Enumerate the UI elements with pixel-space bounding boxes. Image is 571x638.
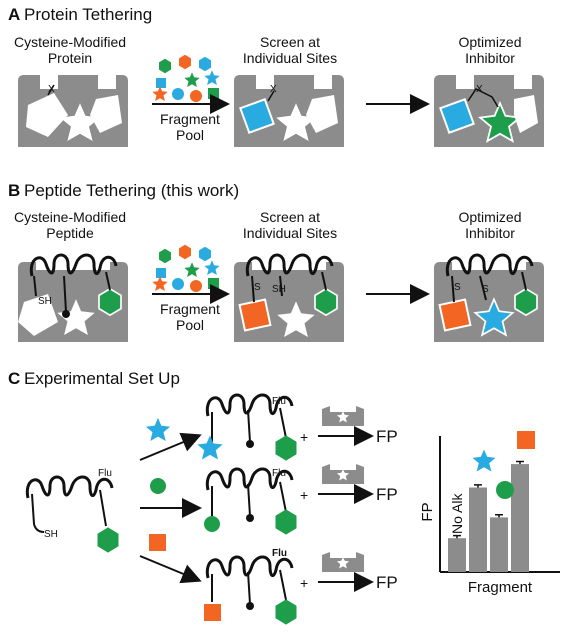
bar-1: [469, 487, 487, 572]
peptide-screen: [234, 253, 344, 342]
optimized-b-label-1: Optimized: [458, 209, 521, 225]
protein-screen: [234, 75, 344, 147]
s-label-b2: S: [254, 282, 261, 293]
circle-fragment: [150, 478, 166, 494]
sh-label-b2: SH: [272, 284, 286, 295]
protein-label-2: Protein: [48, 50, 92, 66]
fragment-pool: [152, 54, 220, 102]
peptide-optimized: [434, 253, 544, 342]
pool-label-2: Pool: [176, 127, 204, 143]
flu-label-3: Flu: [272, 548, 287, 559]
bar-circle-icon: [496, 481, 514, 499]
flu-label-start: Flu: [98, 468, 112, 479]
panel-b-title: Peptide Tethering (this work): [24, 181, 239, 200]
square-fragment: [149, 534, 166, 551]
bar-star-icon: [472, 449, 496, 472]
bar-3: [511, 464, 529, 572]
flu-label-2: Flu: [272, 468, 286, 479]
screen-label-1: Screen at: [260, 34, 320, 50]
error-bar-3: [516, 460, 524, 465]
mini-protein-1: [322, 406, 364, 426]
plus-1: +: [300, 429, 308, 445]
bar-square-icon: [517, 431, 535, 449]
x-mark-3: X: [476, 84, 483, 95]
sh-label-c: SH: [44, 529, 58, 540]
protein-optimized: [434, 75, 544, 147]
fragment-pool-b: [152, 244, 220, 292]
labeled-peptide-circle: [204, 467, 297, 535]
bar-2: [490, 517, 508, 572]
x-mark-2: X: [270, 84, 277, 95]
error-bar-0: [453, 534, 461, 539]
peptide-pocket: [18, 253, 128, 342]
fp-label-3: FP: [376, 573, 398, 592]
chart-ylabel: FP: [419, 502, 436, 521]
plus-3: +: [300, 575, 308, 591]
pool-b-label-1: Fragment: [160, 301, 220, 317]
no-alk-label: No Alk: [449, 493, 465, 534]
peptide-label-1: Cysteine-Modified: [14, 209, 126, 225]
chart-xlabel: Fragment: [468, 579, 533, 596]
error-bar-2: [495, 514, 503, 518]
pool-label-1: Fragment: [160, 111, 220, 127]
protein-pocket: [18, 75, 128, 147]
screen-b-label-1: Screen at: [260, 209, 320, 225]
screen-label-2: Individual Sites: [243, 50, 337, 66]
mini-protein-2: [322, 464, 364, 484]
fp-label-2: FP: [376, 485, 398, 504]
panel-c-letter: C: [8, 369, 20, 388]
optimized-b-label-2: Inhibitor: [465, 225, 515, 241]
labeled-peptide-star: [197, 393, 297, 461]
panel-a-title: Protein Tethering: [24, 5, 152, 24]
peptide-label-2: Peptide: [46, 225, 94, 241]
panel-a: A Protein Tethering Cysteine-Modified Pr…: [8, 5, 544, 147]
x-mark: X: [48, 84, 55, 95]
sh-label-b1: SH: [38, 296, 52, 307]
bar-0: [448, 538, 466, 572]
optimized-label-1: Optimized: [458, 34, 521, 50]
s-label-b3b: S: [482, 284, 489, 295]
optimized-label-2: Inhibitor: [465, 50, 515, 66]
panel-a-letter: A: [8, 5, 20, 24]
screen-b-label-2: Individual Sites: [243, 225, 337, 241]
protein-label-1: Cysteine-Modified: [14, 34, 126, 50]
starting-peptide: [25, 475, 119, 553]
mini-protein-3: [322, 552, 364, 572]
panel-b: B Peptide Tethering (this work) Cysteine…: [8, 181, 544, 342]
pool-b-label-2: Pool: [176, 317, 204, 333]
plus-2: +: [300, 487, 308, 503]
fp-bar-chart: FP Fragment No Alk: [419, 431, 560, 596]
error-bar-1: [474, 484, 482, 488]
labeled-peptide-square: [204, 555, 297, 625]
panel-b-letter: B: [8, 181, 20, 200]
s-label-b3a: S: [454, 282, 461, 293]
panel-c: C Experimental Set Up SH Flu Flu +: [8, 369, 560, 625]
fp-label-1: FP: [376, 427, 398, 446]
star-fragment: [145, 417, 171, 441]
flu-label-1: Flu: [272, 396, 286, 407]
panel-c-title: Experimental Set Up: [24, 369, 180, 388]
